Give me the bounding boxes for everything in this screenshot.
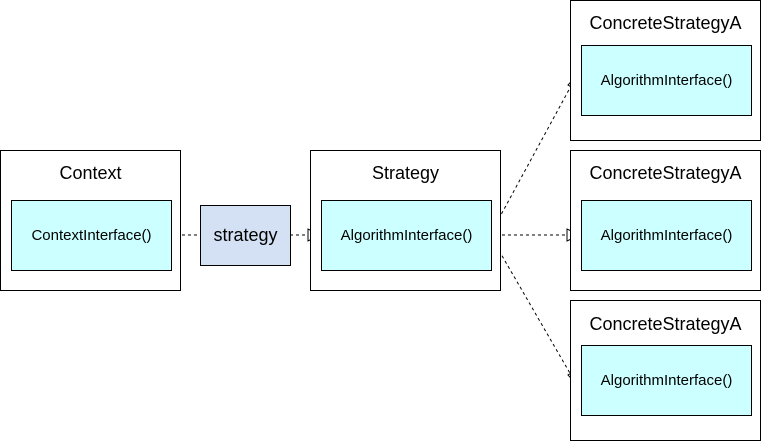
context-class: Context ContextInterface() (0, 150, 181, 291)
concrete-strategy-a-top: ConcreteStrategyA AlgorithmInterface() (570, 0, 761, 141)
strategy-class: Strategy AlgorithmInterface() (310, 150, 501, 291)
concrete-algorithm-method: AlgorithmInterface() (581, 45, 752, 116)
strategy-association-label: strategy (200, 205, 291, 266)
strategy-class-title: Strategy (371, 163, 440, 183)
concrete-strategy-a-bottom: ConcreteStrategyA AlgorithmInterface() (570, 300, 761, 441)
connector-strategy-to-concrete-a-bottom (489, 234, 572, 376)
concrete-algorithm-method: AlgorithmInterface() (581, 200, 752, 271)
concrete-strategy-title: ConcreteStrategyA (589, 163, 742, 183)
concrete-strategy-title: ConcreteStrategyA (589, 314, 742, 334)
concrete-strategy-a-middle: ConcreteStrategyA AlgorithmInterface() (570, 150, 761, 291)
context-interface-method: ContextInterface() (11, 200, 172, 271)
concrete-strategy-title: ConcreteStrategyA (589, 13, 742, 33)
strategy-algorithm-method: AlgorithmInterface() (321, 200, 492, 271)
connector-strategy-to-concrete-a-top (489, 85, 572, 236)
concrete-algorithm-method: AlgorithmInterface() (581, 345, 752, 416)
context-class-title: Context (59, 163, 122, 183)
